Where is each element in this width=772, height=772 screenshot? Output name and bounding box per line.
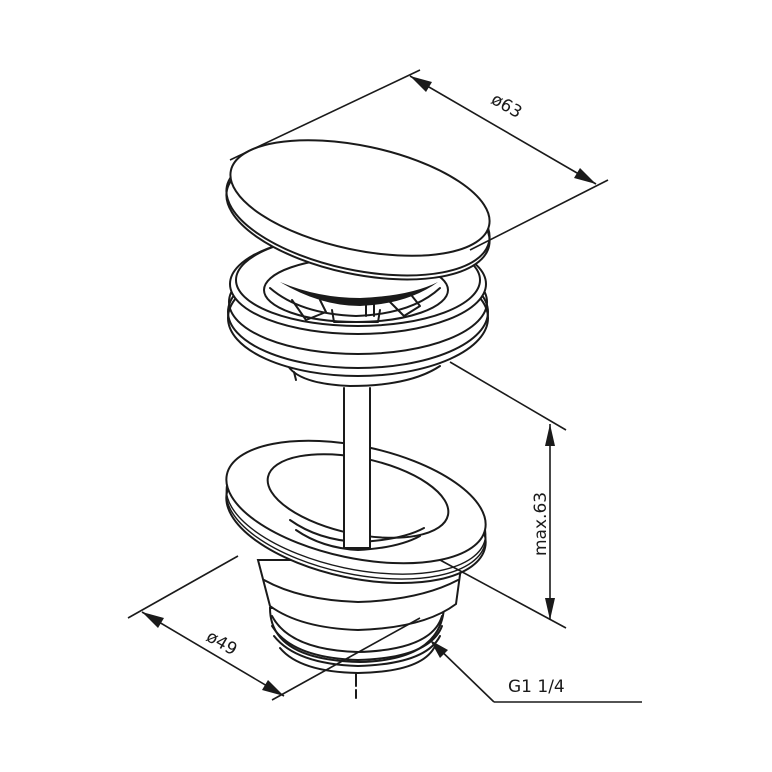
lower-body	[225, 399, 487, 699]
cap-diameter-label: ø63	[488, 90, 526, 123]
thread-callout: G1 1/4	[430, 640, 642, 703]
body-diameter-label: ø49	[203, 627, 241, 660]
height-label: max.63	[531, 492, 551, 556]
thread-label: G1 1/4	[508, 677, 565, 697]
cap	[225, 139, 491, 281]
dimension-height: max.63	[439, 361, 567, 629]
